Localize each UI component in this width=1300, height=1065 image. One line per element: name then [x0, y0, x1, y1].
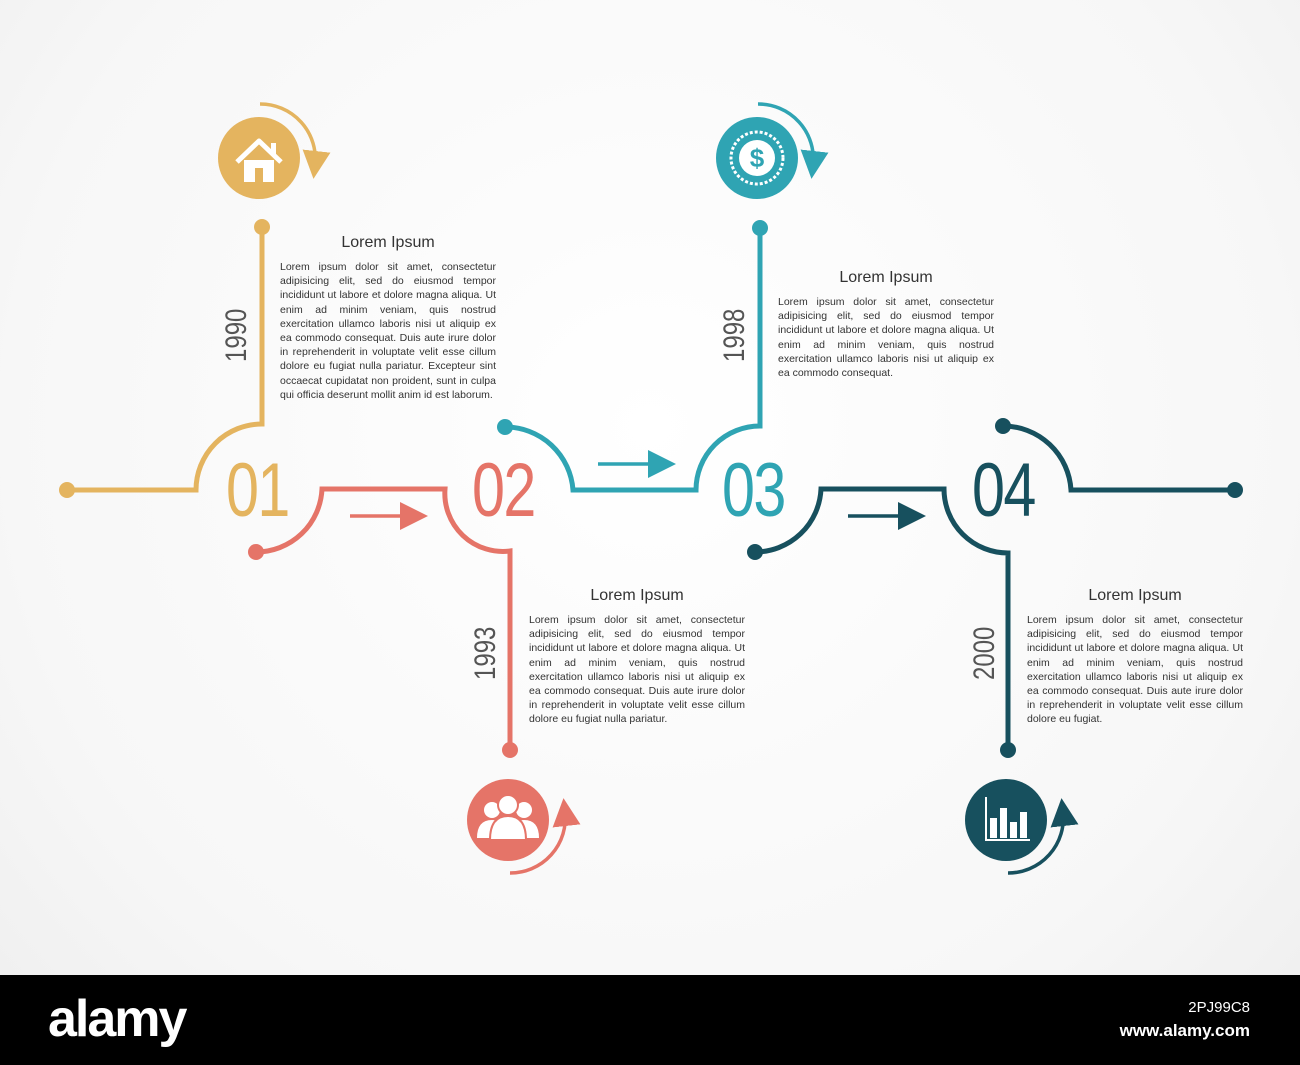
home-icon [218, 117, 300, 199]
step-2-text-block: Lorem Ipsum Lorem ipsum dolor sit amet, … [529, 587, 745, 727]
step-1-top-dot [254, 219, 270, 235]
end-dot [1227, 482, 1243, 498]
step-4-bottom-dot [1000, 742, 1016, 758]
step-2-start-dot [248, 544, 264, 560]
bar-chart-icon [965, 779, 1047, 861]
site-url: www.alamy.com [1119, 1021, 1250, 1040]
svg-text:$: $ [750, 143, 765, 173]
step-3-heading: Lorem Ipsum [839, 269, 933, 286]
step-3-cycle-arrow [757, 102, 829, 179]
step-1-heading: Lorem Ipsum [341, 234, 435, 251]
step-2-cycle-arrow [509, 798, 581, 875]
step-4-start-dot [747, 544, 763, 560]
step-3-body: Lorem ipsum dolor sit amet, consectetur … [778, 296, 994, 380]
step-1-body: Lorem ipsum dolor sit amet, consectetur … [280, 261, 496, 401]
step-2-year: 1993 [469, 626, 502, 680]
step-4-connector [754, 423, 1235, 750]
image-code: 2PJ99C8 [1188, 999, 1250, 1016]
step-2-bottom-dot [502, 742, 518, 758]
step-2-heading: Lorem Ipsum [590, 587, 684, 604]
step-1-text-block: Lorem Ipsum Lorem ipsum dolor sit amet, … [280, 234, 496, 402]
step-1-number: 01 [226, 448, 290, 533]
step-3-year: 1998 [718, 308, 751, 362]
alamy-logo: alamy [48, 990, 187, 1048]
step-1-cycle-arrow [259, 102, 331, 179]
step-1-year: 1990 [220, 308, 253, 362]
step-3-text-block: Lorem Ipsum Lorem ipsum dolor sit amet, … [778, 269, 994, 380]
step-2-body: Lorem ipsum dolor sit amet, consectetur … [529, 614, 745, 726]
step-3-number: 03 [722, 448, 786, 533]
step-4-heading: Lorem Ipsum [1088, 587, 1182, 604]
team-icon [467, 779, 549, 861]
step-4-body: Lorem ipsum dolor sit amet, consectetur … [1027, 614, 1243, 726]
step-3-connector [504, 228, 763, 493]
step-1-start-dot [59, 482, 75, 498]
step-4-text-block: Lorem Ipsum Lorem ipsum dolor sit amet, … [1027, 587, 1243, 727]
step-4-number: 04 [972, 448, 1036, 533]
timeline-infographic: $ 01 02 03 04 1990 1993 1998 2000 Lorem [59, 102, 1243, 875]
step-1-connector [67, 227, 265, 493]
step-4-cycle-arrow [1007, 798, 1079, 875]
step-2-connector [255, 486, 513, 750]
step-4-year: 2000 [968, 626, 1001, 680]
timeline-diagram: $ [59, 102, 1243, 875]
step-3-top-dot [752, 220, 768, 236]
step-3-start-dot [497, 419, 513, 435]
step-2-number: 02 [472, 448, 536, 533]
step-4-branch-dot [995, 418, 1011, 434]
watermark-footer: alamy 2PJ99C8 www.alamy.com [0, 975, 1300, 1065]
dollar-coin-icon: $ [716, 117, 798, 199]
